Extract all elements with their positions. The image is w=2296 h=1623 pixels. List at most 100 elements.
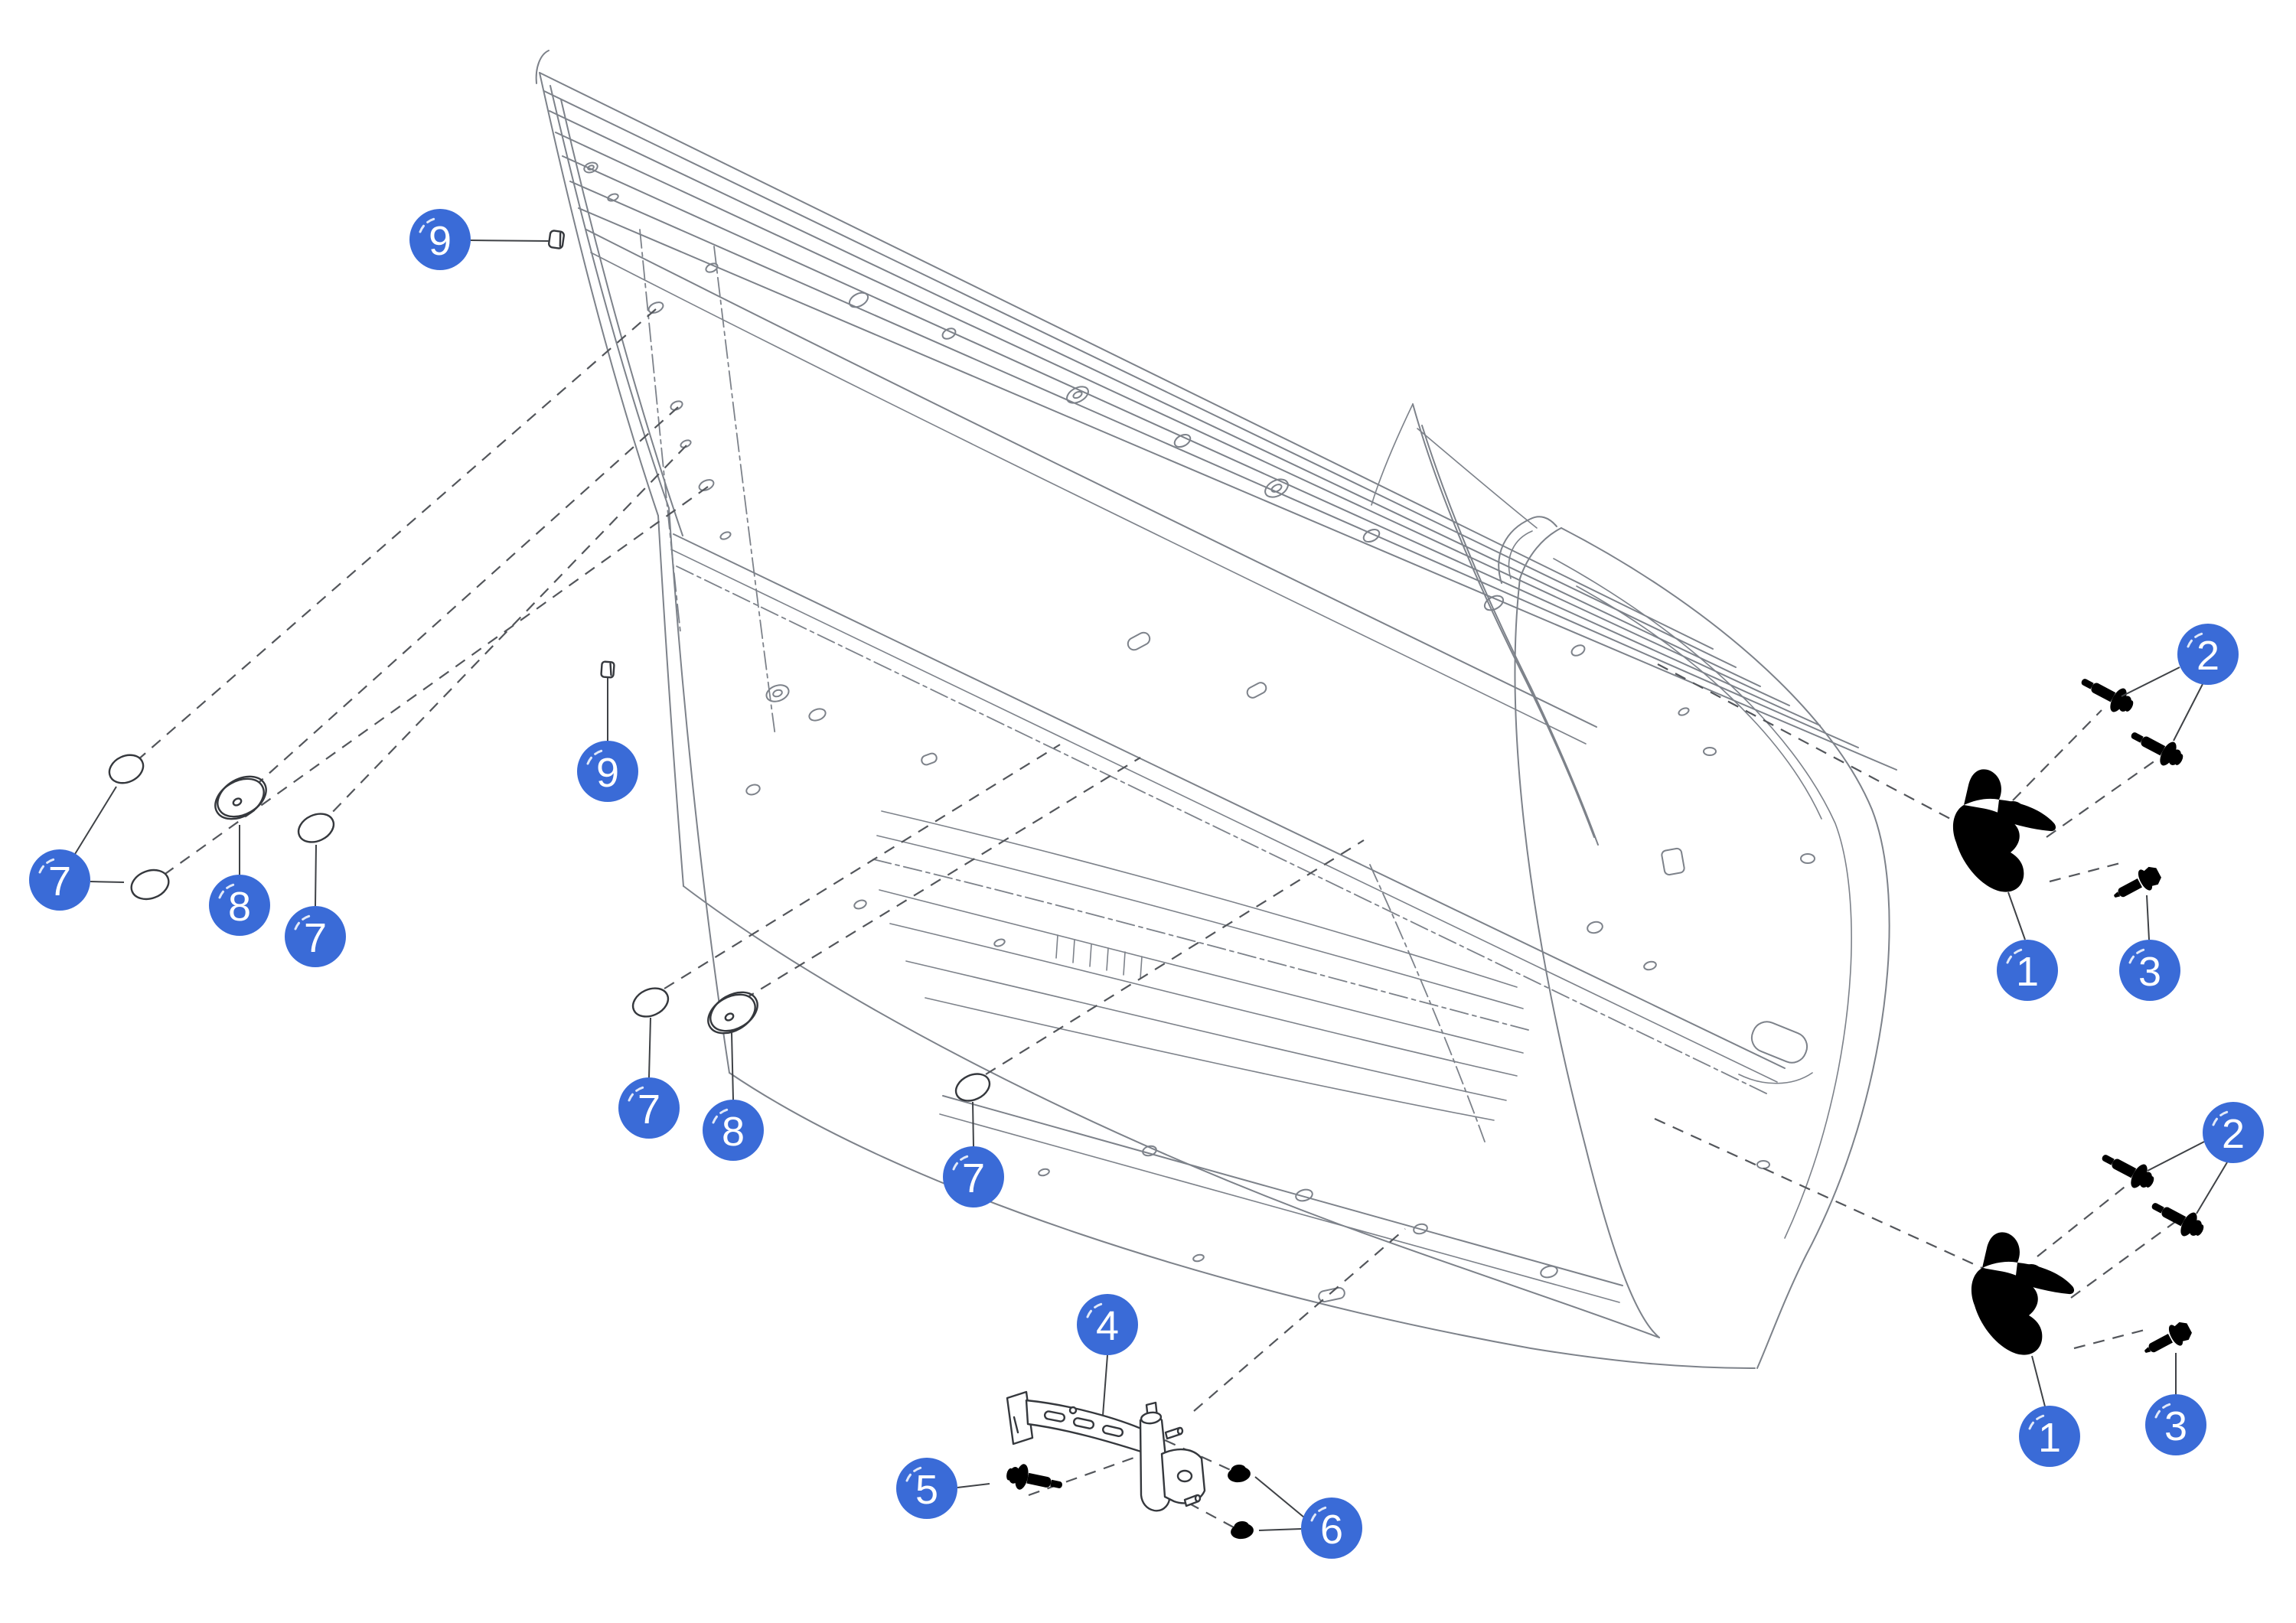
projection-line [162,486,709,876]
leader-line [731,1032,734,1100]
oval-clip[interactable] [105,750,148,788]
regulator-line [876,835,1524,1009]
door-handle-cutout [1750,1021,1808,1064]
window-frame-rail [543,90,1737,668]
callout-8-washer-disc-front[interactable]: 8 [209,825,270,936]
hinge-body-bolt[interactable] [2108,862,2164,907]
hinge-body-bolt[interactable] [2139,1318,2195,1362]
callout-2-upper-hinge-door-bolts[interactable]: 2 [2121,624,2239,741]
window-opening-edge [590,252,1587,745]
leader-line [1102,1354,1108,1416]
callout-bubble[interactable] [2203,1102,2264,1163]
callout-9-square-clip-upper[interactable]: 9 [409,209,550,270]
callout-bubble[interactable] [409,209,471,270]
callout-5-door-check-bolt[interactable]: 5 [896,1458,990,1519]
oval-clip[interactable] [951,1069,993,1106]
projection-line [2070,1219,2179,1299]
impact-beam [942,1095,1623,1286]
callout-3-lower-hinge-body-bolt[interactable]: 3 [2145,1353,2206,1455]
regulator-line [905,960,1507,1101]
callout-7-oval-clip-bottom[interactable]: 7 [618,1017,680,1139]
projection-line [2049,862,2121,883]
beltline [670,549,1778,1083]
a-pillar-edge [550,85,670,509]
callout-bubble[interactable] [943,1146,1004,1207]
projection-line [1028,1454,1141,1497]
outer-skin-edge [1514,578,1660,1338]
bubble-highlight [628,1086,647,1102]
hinge-door-bolt[interactable] [2076,669,2138,719]
beltline-hidden [676,565,1769,1095]
callout-bubble[interactable] [703,1100,764,1161]
callout-number: 6 [1320,1507,1343,1553]
mirror-flag [1498,516,1557,584]
callout-bubble[interactable] [2145,1394,2206,1455]
callout-number: 1 [2038,1415,2061,1461]
callout-number: 5 [915,1467,938,1513]
square-clip[interactable] [548,230,565,249]
callout-bubble[interactable] [618,1077,680,1139]
callout-bubble[interactable] [2119,940,2180,1001]
leader-line [2007,891,2026,940]
callout-2-lower-hinge-door-bolts[interactable]: 2 [2147,1102,2264,1214]
callout-bubble[interactable] [2177,624,2239,685]
leader-line [2031,1355,2046,1407]
callout-1-upper-hinge[interactable]: 1 [1997,891,2058,1001]
lower-door-hinge[interactable] [1971,1232,2075,1355]
callout-bubble[interactable] [285,906,346,967]
callout-bubble[interactable] [2019,1406,2080,1467]
callout-8-washer-disc-bottom[interactable]: 8 [703,1032,764,1161]
bubble-highlight [38,858,57,874]
hidden-edge [639,229,681,633]
leader-line [957,1483,990,1488]
projection-line [664,744,1061,989]
callout-number: 8 [722,1109,745,1155]
bubble-highlight [294,914,313,930]
callout-7-oval-clips-front-pillar[interactable]: 7 [29,786,125,911]
callout-7-oval-clip-front[interactable]: 7 [285,844,346,967]
projection-line [137,308,657,761]
leader-line [74,786,117,855]
bubble-highlight [2154,1403,2174,1419]
callout-bubble[interactable] [29,849,90,911]
callout-number: 2 [2222,1111,2245,1157]
callout-1-lower-hinge[interactable]: 1 [2019,1355,2080,1467]
callout-4-door-check[interactable]: 4 [1077,1294,1138,1416]
upper-door-hinge[interactable] [1952,769,2056,892]
callout-6-door-check-nuts[interactable]: 6 [1254,1476,1362,1559]
regulator-hatch [1055,934,1143,979]
callout-bubble[interactable] [209,875,270,936]
leader-line [2173,683,2203,741]
window-frame-rail [569,181,1859,748]
washer-disc[interactable] [208,768,273,827]
bubble-highlight [419,217,438,233]
callout-bubble[interactable] [577,741,638,802]
washer-disc[interactable] [701,984,764,1041]
callout-bubble[interactable] [1997,940,2058,1001]
window-frame-rail [578,207,1897,771]
panel-slots [921,631,1685,1303]
callout-3-upper-hinge-body-bolt[interactable]: 3 [2119,895,2180,1001]
leader-line [648,1017,651,1078]
callout-number: 7 [48,859,71,904]
oval-clip[interactable] [628,983,673,1022]
door-check-nut[interactable] [1229,1520,1255,1540]
oval-clip[interactable] [127,865,172,904]
callout-number: 7 [962,1155,985,1201]
callout-bubble[interactable] [896,1458,957,1519]
projection-lines [137,308,2179,1528]
projection-line [2012,709,2102,801]
bubble-highlight [2128,948,2148,964]
callout-9-square-clip-lower[interactable]: 9 [577,678,638,802]
regulator-line [925,997,1495,1121]
door-check[interactable] [1006,1390,1206,1512]
oval-clip[interactable] [294,808,338,847]
callout-bubble[interactable] [1077,1294,1138,1355]
square-clip[interactable] [600,660,615,679]
callout-bubble[interactable] [1301,1498,1362,1559]
callout-number: 9 [429,218,452,264]
callout-7-oval-clip-bottom-rear[interactable]: 7 [943,1101,1004,1207]
projection-line [2073,1328,2145,1350]
door-check-nut[interactable] [1226,1463,1252,1484]
outer-skin-edge [1561,527,1890,1369]
